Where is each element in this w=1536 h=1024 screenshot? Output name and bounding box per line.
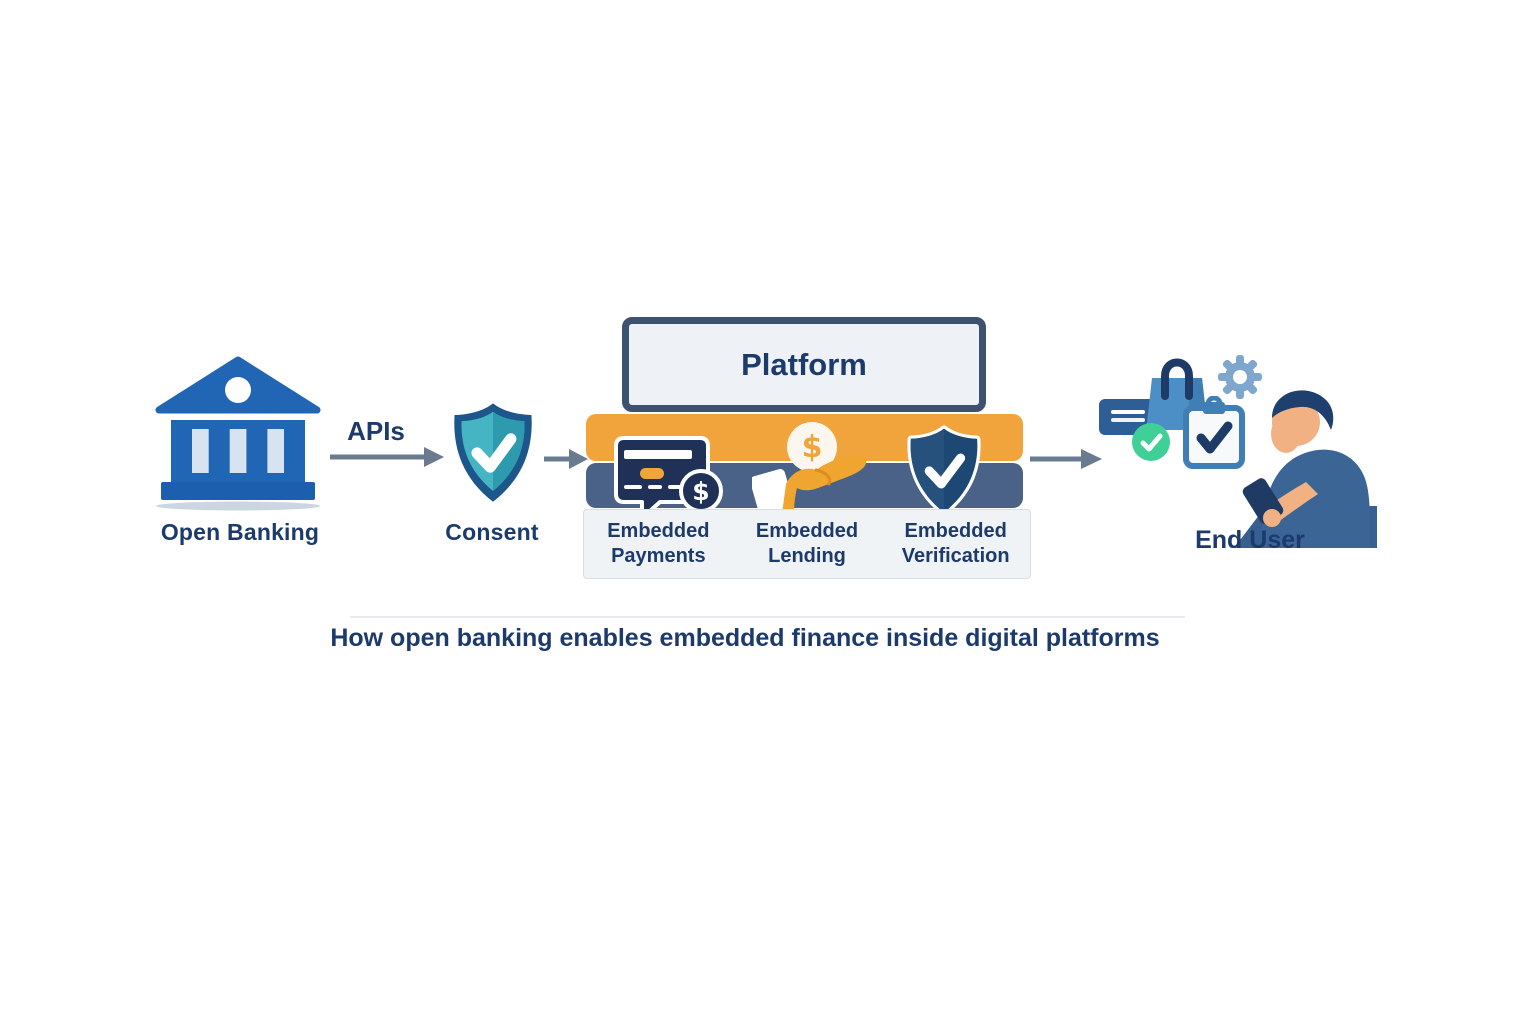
service-embedded-payments: Embedded Payments xyxy=(584,519,733,569)
arrow-consent-to-platform xyxy=(544,449,588,469)
service-line2: Payments xyxy=(611,545,706,567)
clipboard-check-icon xyxy=(1183,396,1245,469)
apis-label: APIs xyxy=(347,416,405,446)
arrow-bank-to-consent xyxy=(330,447,444,467)
platform-title: Platform xyxy=(741,346,867,382)
credit-card-icon: $ xyxy=(614,436,723,520)
service-line2: Lending xyxy=(768,545,846,567)
bank-icon xyxy=(155,356,321,511)
caption-wrap: How open banking enables embedded financ… xyxy=(320,624,1170,653)
platform-box: Platform xyxy=(622,317,986,412)
service-line1: Embedded xyxy=(607,520,710,542)
service-line2: Verification xyxy=(901,545,1010,567)
service-line1: Embedded xyxy=(755,520,859,542)
shield-check-icon xyxy=(907,425,981,516)
hand-coin-icon: $ xyxy=(752,422,867,515)
coin-dollar-glyph: $ xyxy=(802,430,823,465)
caption-divider xyxy=(350,616,1185,618)
person-with-phone-icon xyxy=(1234,390,1377,548)
gear-icon xyxy=(1218,355,1262,399)
end-user-label: End User xyxy=(1195,526,1305,554)
consent-shield-icon xyxy=(454,403,532,502)
open-banking-label: Open Banking xyxy=(160,519,320,545)
diagram-caption: How open banking enables embedded financ… xyxy=(330,624,1160,652)
service-embedded-verification: Embedded Verification xyxy=(881,519,1030,569)
platform-services-box: Embedded Payments Embedded Lending Embed… xyxy=(583,509,1031,579)
service-line1: Embedded xyxy=(904,520,1007,542)
arrow-platform-to-user xyxy=(1030,449,1102,469)
service-embedded-lending: Embedded Lending xyxy=(733,519,882,569)
dollar-glyph: $ xyxy=(692,477,709,506)
consent-label: Consent xyxy=(445,519,539,545)
green-check-icon xyxy=(1132,423,1170,461)
